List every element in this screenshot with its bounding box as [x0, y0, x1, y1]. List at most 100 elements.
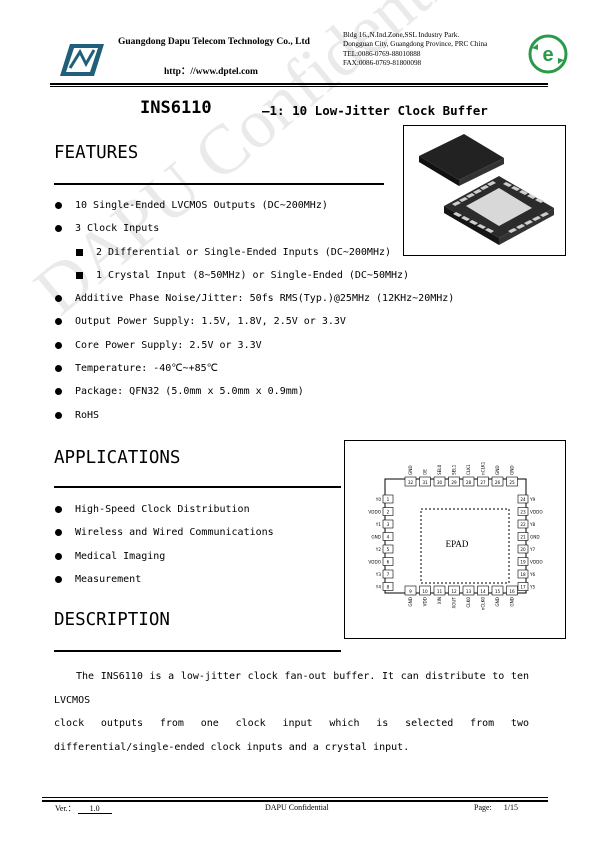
- pin-number: 16: [509, 589, 515, 594]
- pin-name: GND: [408, 597, 413, 607]
- pin-name: Y1: [375, 522, 382, 527]
- version-label: Ver.：: [55, 804, 76, 813]
- pin-pad: [517, 507, 529, 516]
- applications-rule: [54, 486, 341, 488]
- application-item: Measurement: [53, 573, 274, 596]
- application-text: Measurement: [75, 573, 142, 585]
- applications-heading: APPLICATIONS: [54, 448, 181, 468]
- feature-item: Output Power Supply: 1.5V, 1.8V, 2.5V or…: [53, 315, 454, 338]
- square-bullet-icon: [76, 248, 83, 256]
- pin-number: 31: [422, 480, 428, 485]
- pin-number: 19: [520, 560, 526, 565]
- description-heading: DESCRIPTION: [54, 610, 170, 630]
- pin-name: GND: [510, 465, 515, 475]
- feature-subitem: 2 Differential or Single-Ended Inputs (D…: [53, 246, 454, 269]
- pin-name: nCLK1: [481, 461, 486, 475]
- pin-name: Y8: [529, 522, 536, 527]
- feature-item: Package: QFN32 (5.0mm x 5.0mm x 0.9mm): [53, 385, 454, 408]
- description-text: The INS6110 is a low-jitter clock fan-ou…: [54, 665, 529, 759]
- footer-confidential: DAPU Confidential: [265, 803, 329, 812]
- address-line: FAX:0086-0769-81800098: [343, 59, 422, 68]
- feature-text: 1 Crystal Input (8~50MHz) or Single-Ende…: [96, 269, 410, 281]
- pin-number: 14: [480, 589, 486, 594]
- application-text: Wireless and Wired Communications: [75, 527, 274, 539]
- description-line: differential/single-ended clock inputs a…: [54, 741, 410, 753]
- feature-item: Core Power Supply: 2.5V or 3.3V: [53, 339, 454, 362]
- pin-pad: [517, 544, 529, 554]
- pin-pad: [491, 585, 504, 596]
- bullet-icon: [55, 552, 62, 560]
- pin-number: 25: [509, 480, 515, 485]
- pin-pad: [382, 494, 394, 504]
- feature-text: 3 Clock Inputs: [75, 223, 160, 235]
- pin-name: GND: [510, 597, 515, 607]
- company-website[interactable]: http：//www.dptel.com: [164, 67, 258, 77]
- pin-name: VDD: [423, 597, 428, 606]
- pin-name: OE: [423, 469, 428, 475]
- pin-name: VDDO: [368, 560, 381, 565]
- application-text: Medical Imaging: [75, 550, 166, 562]
- pin-number: 1: [387, 497, 390, 502]
- pin-number: 10: [422, 589, 428, 594]
- pin-pad: [517, 519, 529, 529]
- feature-text: Temperature: -40℃~+85℃: [75, 363, 218, 375]
- pin-name: Y6: [529, 572, 536, 577]
- pin-pad: [477, 476, 489, 487]
- description-rule: [54, 650, 341, 652]
- pin-name: Y9: [529, 497, 536, 502]
- pin-number: 7: [387, 572, 390, 577]
- version-value: 1.0: [77, 804, 112, 814]
- pin-number: 6: [387, 560, 390, 565]
- application-item: High-Speed Clock Distribution: [53, 503, 274, 526]
- pin-name: Y5: [529, 585, 536, 590]
- bullet-icon: [55, 506, 62, 513]
- pin-pad: [382, 569, 394, 579]
- bullet-icon: [55, 529, 62, 537]
- pin-pad: [517, 557, 529, 566]
- part-number: INS6110: [140, 98, 212, 118]
- address-line: Bldg 16.,N.Ind.Zone,SSL Industry Park.: [343, 31, 460, 39]
- bullet-icon: [55, 318, 62, 326]
- company-address: Bldg 16.,N.Ind.Zone,SSL Industry Park. D…: [343, 31, 487, 69]
- pin-pad: [517, 582, 529, 591]
- pin-pad: [491, 476, 504, 487]
- pin-name: GND: [495, 597, 500, 607]
- feature-item: RoHS: [53, 409, 454, 432]
- pin-pad: [477, 585, 489, 596]
- pin-name: Y0: [375, 497, 382, 502]
- chip-photo: [403, 125, 566, 256]
- pin-number: 8: [387, 585, 390, 590]
- pin-pad: [462, 585, 475, 596]
- epad-outline: [420, 508, 510, 584]
- svg-text:e: e: [542, 44, 553, 66]
- footer-rule-thin: [42, 797, 548, 798]
- pin-name: GND: [530, 535, 540, 540]
- pin-number: 2: [387, 510, 390, 515]
- feature-text: Additive Phase Noise/Jitter: 50fs RMS(Ty…: [75, 293, 455, 305]
- pin-pad: [382, 532, 394, 541]
- pin-pad: [506, 585, 518, 596]
- feature-text: 2 Differential or Single-Ended Inputs (D…: [96, 246, 392, 258]
- qfn-package-icon: [419, 134, 554, 245]
- bullet-icon: [55, 365, 62, 373]
- eco-recycle-icon: e: [528, 34, 568, 74]
- pin-pad: [382, 544, 394, 554]
- pin-number: 18: [520, 572, 526, 577]
- pin-number: 11: [437, 589, 443, 594]
- pin-pad: [462, 476, 475, 487]
- pin-name: Y2: [375, 547, 382, 552]
- pin-name: GND: [408, 465, 413, 475]
- page-number: 1/15: [503, 803, 519, 812]
- pin-number: 23: [520, 510, 526, 515]
- features-list: 10 Single-Ended LVCMOS Outputs (DC~200MH…: [53, 199, 454, 432]
- pin-pad: [404, 476, 417, 487]
- pin-pad: [382, 557, 394, 566]
- feature-item: Additive Phase Noise/Jitter: 50fs RMS(Ty…: [53, 292, 454, 315]
- application-item: Wireless and Wired Communications: [53, 526, 274, 549]
- bullet-icon: [55, 411, 62, 419]
- features-rule: [54, 183, 384, 185]
- feature-item: Temperature: -40℃~+85℃: [53, 362, 454, 385]
- pin-pad: [433, 585, 446, 596]
- pin-pad: [517, 494, 529, 504]
